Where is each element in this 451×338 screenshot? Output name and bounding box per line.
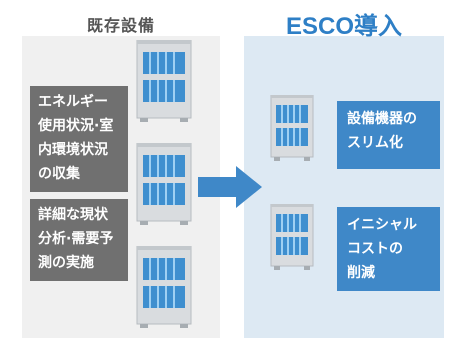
before-title: 既存設備: [86, 16, 155, 35]
outdoor-unit-icon: [136, 143, 192, 225]
outdoor-unit-icon: [270, 204, 314, 270]
outdoor-unit-icon: [136, 246, 192, 328]
after-item-slim-equipment: 設備機器の スリム化: [337, 101, 440, 169]
before-item-data-collection: エネルギー 使用状況·室 内環境状況 の収集: [30, 86, 128, 192]
outdoor-unit-icon: [270, 95, 314, 161]
before-item-analysis: 詳細な現状 分析·需要予 測の実施: [30, 199, 128, 281]
after-item-initial-cost-reduction: イニシャル コストの 削減: [337, 207, 440, 291]
right-arrow-icon: [198, 166, 262, 208]
after-panel: [244, 36, 444, 338]
after-title: ESCO導入: [285, 13, 402, 40]
outdoor-unit-icon: [136, 40, 192, 122]
